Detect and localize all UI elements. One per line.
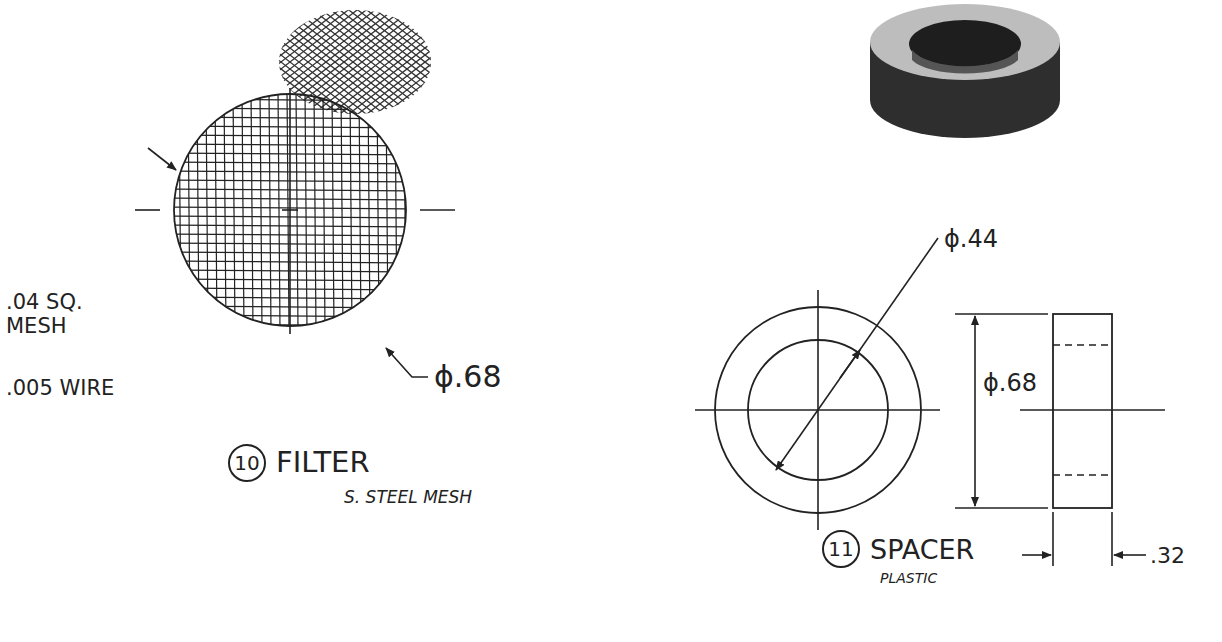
callout-circle: 10 — [228, 444, 266, 482]
dimension: .32 — [1150, 543, 1185, 568]
callout-number: 11 — [828, 537, 853, 561]
spacer-pictorial — [870, 4, 1060, 138]
wire-note: .005 WIRE — [6, 376, 114, 400]
mesh-pictorial — [75, 0, 631, 124]
callout-circle: 11 — [822, 530, 860, 568]
part-name: FILTER — [276, 446, 370, 479]
dimension: ϕ.68 — [434, 360, 502, 395]
filter-view — [135, 88, 455, 377]
material-note: S. STEEL MESH — [344, 488, 472, 508]
callout-number: 10 — [234, 451, 259, 475]
mesh-note: .04 SQ. MESH — [6, 290, 96, 338]
dimension: ϕ.68 — [980, 368, 1040, 400]
material-note: PLASTIC — [880, 570, 937, 586]
part-name: SPACER — [870, 534, 974, 565]
spacer-views — [695, 238, 1165, 566]
dimension: ϕ.44 — [944, 226, 998, 254]
